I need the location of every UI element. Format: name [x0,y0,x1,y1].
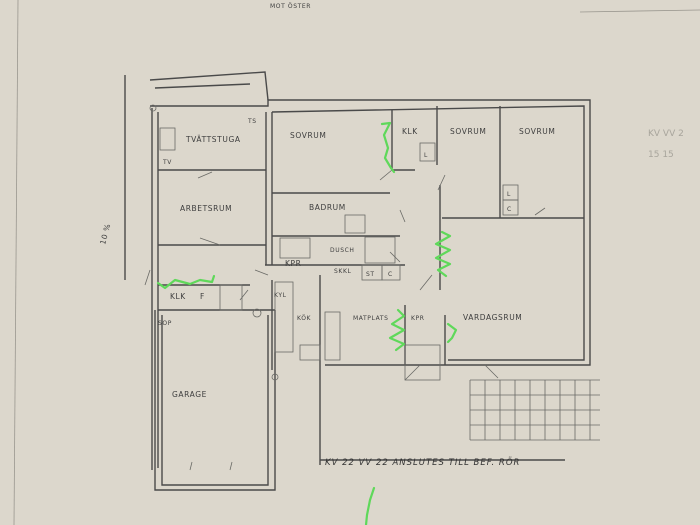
room-klk-top: KLK [402,127,418,136]
room-st: ST [366,271,375,278]
room-sovrum-1: SOVRUM [290,131,326,140]
room-sovrum-2: SOVRUM [450,127,486,136]
walls [124,71,591,491]
room-vardagsrum: VARDAGSRUM [463,313,522,322]
closet-l-1: L [424,152,428,159]
closet-l-2: L [507,191,511,198]
pipe-note: KV 22 VV 22 ANSLUTES TILL BEF. RÖR [325,457,520,468]
green-mark-hall [434,230,452,278]
side-note-2: 15 15 [648,150,674,160]
room-arbetsrum: ARBETSRUM [180,204,232,213]
closet-c: C [507,206,512,213]
room-badrum: BADRUM [309,203,346,212]
room-kpr-1: KPR [285,259,301,268]
room-garage: GARAGE [172,390,207,399]
room-ts: TS [247,118,257,125]
doors [144,169,546,471]
room-klk-bottom: KLK [170,292,186,301]
room-tv: TV [162,159,172,166]
room-c: C [388,271,393,278]
green-mark-matplats [388,308,406,352]
room-f: F [200,292,205,301]
terrace-grid [469,379,600,441]
room-sovrum-3: SOVRUM [519,127,555,136]
room-tvattstuga: TVÄTTSTUGA [185,135,241,144]
top-right-line [579,9,700,13]
room-dusch: DUSCH [330,247,355,254]
green-mark-klk-top [380,121,396,174]
room-skkl: SKKL [334,268,351,275]
room-kok: KÖK [297,315,312,322]
green-mark-vardagsrum [446,322,458,344]
room-kpr-2: KPR [411,315,425,322]
room-sop: SOP [158,320,172,327]
green-mark-bottom [364,486,376,525]
paper-margin-line [13,0,19,525]
room-kyl: KYL [274,292,287,299]
green-mark-klk-bottom [156,274,216,290]
side-note-1: KV VV 2 [648,129,684,139]
green-markings [156,121,458,525]
room-matplats: MATPLATS [353,315,389,322]
orientation-note: MOT ÖSTER [270,3,311,10]
